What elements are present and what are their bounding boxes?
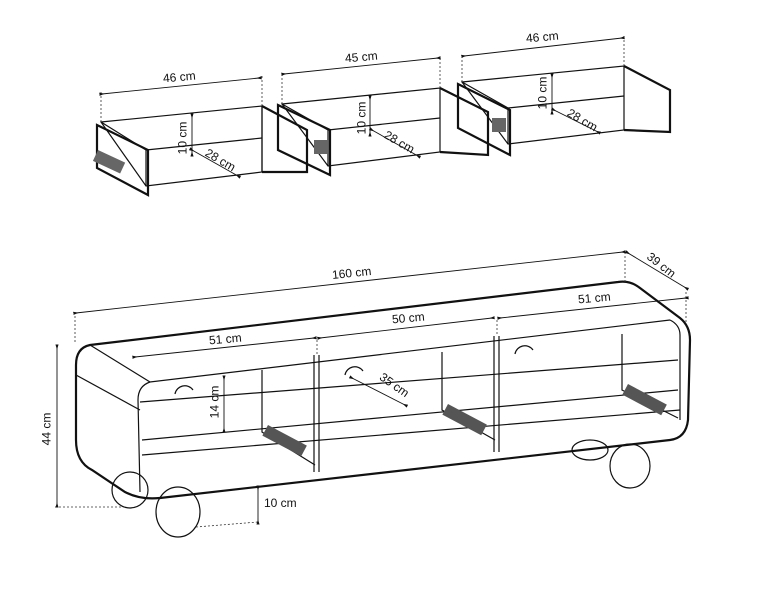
tv-cabinet bbox=[55, 250, 692, 538]
compartment-middle-label: 50 cm bbox=[391, 309, 426, 327]
drawer-2-width-label: 45 cm bbox=[344, 48, 379, 66]
drawer-1-width-label: 46 cm bbox=[162, 68, 197, 86]
drawer-2-height-label: 10 cm bbox=[354, 101, 369, 135]
height-label: 44 cm bbox=[39, 412, 54, 446]
drawer-1 bbox=[92, 76, 309, 197]
drawer-2 bbox=[276, 56, 490, 177]
drawer-3-width-label: 46 cm bbox=[525, 28, 560, 46]
compartment-right-label: 51 cm bbox=[577, 289, 612, 307]
leg-height-label: 10 cm bbox=[264, 496, 297, 510]
drawer-3-height-label: 10 cm bbox=[535, 76, 550, 110]
drawer-1-height-label: 10 cm bbox=[175, 121, 190, 155]
shelf-height-label: 14 cm bbox=[207, 385, 222, 419]
compartment-left-label: 51 cm bbox=[208, 330, 243, 348]
drawer-3 bbox=[456, 36, 672, 157]
